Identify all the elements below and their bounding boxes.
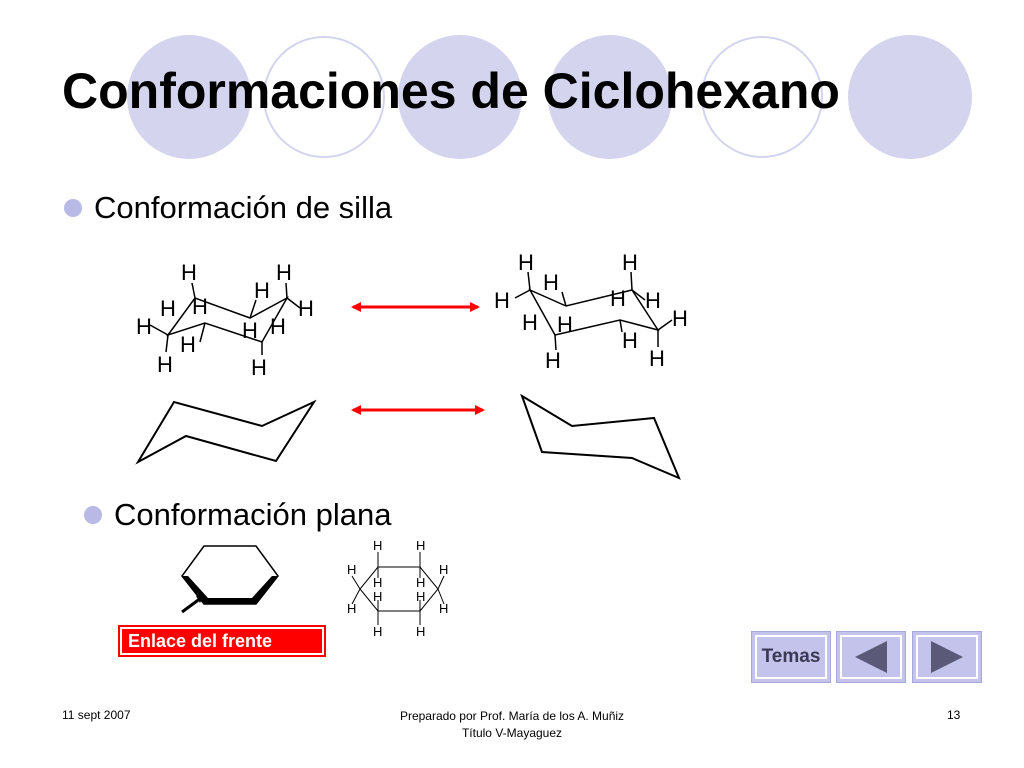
h-atom: H <box>192 294 208 319</box>
chair-structure-left <box>149 282 301 355</box>
h-atom: H <box>416 538 425 553</box>
chair-structure-left-hydrogens: H H H H H H H H H H H H <box>136 260 314 380</box>
h-atom: H <box>298 296 314 321</box>
h-atom: H <box>347 562 356 577</box>
h-atom: H <box>557 312 573 337</box>
chair-structure-right <box>514 271 673 351</box>
h-atom: H <box>136 314 152 339</box>
h-atom: H <box>672 306 688 331</box>
temas-button[interactable]: Temas <box>751 631 831 683</box>
h-atom: H <box>416 624 425 639</box>
planar-hexagon <box>181 545 279 614</box>
h-atom: H <box>270 314 286 339</box>
chair-skeletal-right <box>520 393 681 480</box>
h-atom: H <box>518 250 534 275</box>
h-atom: H <box>254 278 270 303</box>
h-atom: H <box>522 310 538 335</box>
h-atom: H <box>439 601 448 616</box>
triangle-left-icon <box>855 641 887 673</box>
bullet-dot-icon <box>84 506 102 524</box>
h-atom: H <box>180 332 196 357</box>
h-atom: H <box>373 624 382 639</box>
h-atom: H <box>242 318 258 343</box>
chair-structure-right-hydrogens: H H H H H H H H H H H H <box>494 250 688 373</box>
h-atom: H <box>276 260 292 285</box>
h-atom: H <box>373 538 382 553</box>
decorative-circles <box>127 35 972 159</box>
h-atom: H <box>543 270 559 295</box>
h-atom: H <box>439 562 448 577</box>
h-atom: H <box>649 346 665 371</box>
h-atom: H <box>416 575 425 590</box>
slide-title: Conformaciones de Ciclohexano <box>62 63 840 119</box>
h-atom: H <box>494 288 510 313</box>
planar-structure-hydrogens: H H H H H H H H H H H H <box>347 538 448 639</box>
h-atom: H <box>157 352 173 377</box>
triangle-right-icon <box>931 641 963 673</box>
footer-author: Preparado por Prof. María de los A. Muñi… <box>312 708 712 742</box>
h-atom: H <box>160 296 176 321</box>
footer-page-number: 13 <box>947 708 961 722</box>
h-atom: H <box>610 286 626 311</box>
h-atom: H <box>373 575 382 590</box>
h-atom: H <box>622 328 638 353</box>
h-atom: H <box>622 250 638 275</box>
footer-author-line2: Título V-Mayaguez <box>461 726 563 740</box>
h-atom: H <box>373 589 382 604</box>
front-bond-label: Enlace del frente <box>118 625 326 657</box>
footer-date: 11 sept 2007 <box>62 708 131 722</box>
footer-author-line1: Preparado por Prof. María de los A. Muñi… <box>399 709 625 723</box>
h-atom: H <box>347 601 356 616</box>
bullet-dot-icon <box>64 199 82 217</box>
temas-button-label: Temas <box>761 646 821 667</box>
next-slide-button[interactable] <box>912 631 982 683</box>
bullet-planar: Conformación plana <box>84 497 391 533</box>
front-bond-pointer-arrow <box>181 596 202 614</box>
previous-slide-button[interactable] <box>836 631 906 683</box>
h-atom: H <box>181 260 197 285</box>
h-atom: H <box>416 589 425 604</box>
bullet-planar-text: Conformación plana <box>114 497 392 532</box>
h-atom: H <box>545 348 561 373</box>
planar-structure-formula <box>351 552 445 625</box>
bullet-chair-text: Conformación de silla <box>94 190 393 225</box>
chair-skeletal-left <box>135 399 317 465</box>
h-atom: H <box>645 288 661 313</box>
bullet-chair: Conformación de silla <box>64 190 392 226</box>
h-atom: H <box>251 355 267 380</box>
